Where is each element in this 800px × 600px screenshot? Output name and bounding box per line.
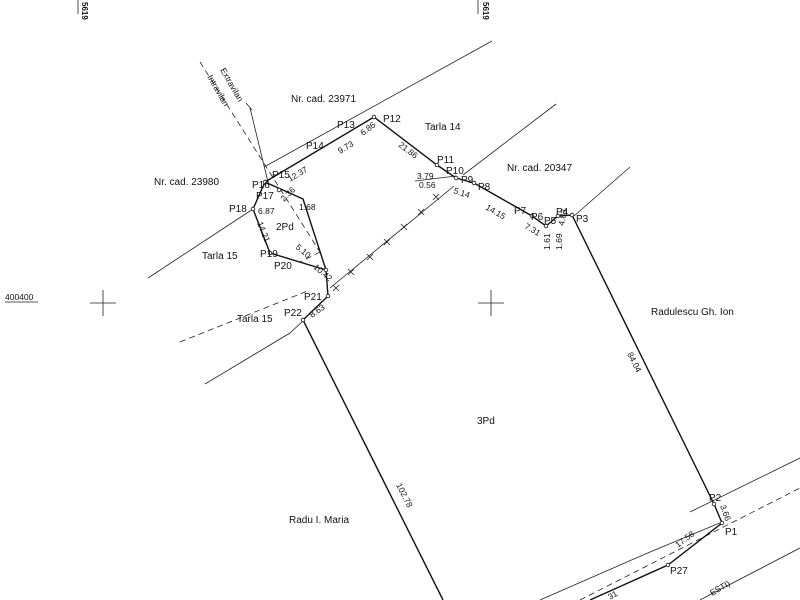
dist-p21-p22: 8.63 xyxy=(307,302,327,320)
dist-p18-p19: 14.21 xyxy=(255,220,272,244)
dist-p2-p3: 84.04 xyxy=(625,350,644,374)
intravilan-limit xyxy=(199,61,321,253)
point-label-p2: P2 xyxy=(709,493,722,504)
point-label-p9: P9 xyxy=(461,175,474,186)
point-label-p5: P5 xyxy=(544,216,557,227)
vertex-markers xyxy=(250,114,725,568)
neighbour-boundary xyxy=(573,166,631,217)
dist-p19-p20: 5.10 xyxy=(294,242,313,260)
point-label-p8: P8 xyxy=(478,182,491,193)
bottom-partial-label: 31 xyxy=(606,588,619,600)
point-label-p22: P22 xyxy=(284,308,302,319)
fence-marks xyxy=(329,185,455,292)
zone-leader xyxy=(245,102,253,111)
point-label-p4: P4 xyxy=(556,207,569,218)
neighbour-cad-23980: Nr. cad. 23980 xyxy=(154,177,219,188)
point-label-p7: P7 xyxy=(514,206,527,217)
neighbour-owner-east: Radulescu Gh. Ion xyxy=(651,307,734,318)
point-label-p27: P27 xyxy=(670,566,688,577)
neighbour-cad-23971: Nr. cad. 23971 xyxy=(291,94,356,105)
point-label-p1: P1 xyxy=(725,527,738,538)
dist-p16-p17: 2.36 xyxy=(278,184,297,203)
dist-p20-p21: 10.42 xyxy=(312,262,335,284)
point-label-p3: P3 xyxy=(576,214,589,225)
point-label-p16: P16 xyxy=(252,180,270,191)
dist-p22-south: 102.78 xyxy=(394,481,415,509)
neighbour-tarla-15-a: Tarla 15 xyxy=(202,251,238,262)
neighbour-boundary xyxy=(147,208,254,279)
grid-cross xyxy=(90,290,116,316)
point-label-p21: P21 xyxy=(304,292,322,303)
neighbour-tarla-14: Tarla 14 xyxy=(425,122,461,133)
point-label-p10: P10 xyxy=(446,166,464,177)
neighbour-boundary xyxy=(204,319,305,385)
dist-p10-p11: 3.79 xyxy=(417,171,434,181)
neighbour-cad-20347: Nr. cad. 20347 xyxy=(507,163,572,174)
point-label-p11: P11 xyxy=(437,155,454,166)
point-label-p15: P15 xyxy=(272,170,290,181)
point-label-p6: P6 xyxy=(531,212,544,223)
dist-p8-p9: 5.14 xyxy=(452,185,471,200)
dist-p11-p12: 21.86 xyxy=(397,140,420,161)
grid-label-x-left: 5619 xyxy=(80,2,89,20)
point-label-p19: P19 xyxy=(260,249,278,260)
dist-p17-p18: 6.87 xyxy=(258,206,275,216)
point-label-p12: P12 xyxy=(383,114,401,125)
point-label-p14: P14 xyxy=(306,141,324,152)
dist-p13-p14: 9.73 xyxy=(336,138,356,155)
grid-label-y: 400400 xyxy=(5,292,34,302)
parcel-2pd-boundary xyxy=(264,181,327,271)
neighbour-boundary xyxy=(462,103,557,176)
road-axis xyxy=(579,487,800,600)
parcel-id-3pd: 3Pd xyxy=(477,416,495,427)
road-name: ESTI) xyxy=(708,578,732,598)
dist-p7-p8: 14.15 xyxy=(484,202,508,221)
dist-p4-p5: 1.69 xyxy=(554,233,564,250)
leader-line xyxy=(414,175,457,182)
point-label-p17: P17 xyxy=(256,191,274,202)
intravilan-limit xyxy=(299,251,321,263)
parcel-id-2pd: 2Pd xyxy=(276,222,294,233)
road-line xyxy=(539,521,723,600)
grid-cross xyxy=(478,290,504,316)
dist-p9-p10: 0.56 xyxy=(419,180,436,190)
neighbour-boundary xyxy=(263,40,493,168)
grid-label-x-right: 5619 xyxy=(481,2,490,20)
neighbour-boundary xyxy=(249,107,269,183)
road-line xyxy=(689,457,800,513)
dist-p3-p4: 4.83 xyxy=(556,208,569,226)
neighbour-owner-south: Radu I. Maria xyxy=(289,515,349,526)
dist-p12-p13: 6.86 xyxy=(358,119,377,137)
neighbour-tarla-15-b: Tarla 15 xyxy=(237,314,273,325)
intravilan-limit xyxy=(179,289,311,343)
point-label-p20: P20 xyxy=(274,261,292,272)
road-line xyxy=(699,547,800,600)
dist-p17-p15: 1.68 xyxy=(299,202,316,212)
dist-p5-p6: 1.61 xyxy=(542,233,552,250)
point-label-p18: P18 xyxy=(229,204,247,215)
point-label-p13: P13 xyxy=(337,120,355,131)
dist-p6-p7: 7.31 xyxy=(523,221,543,238)
